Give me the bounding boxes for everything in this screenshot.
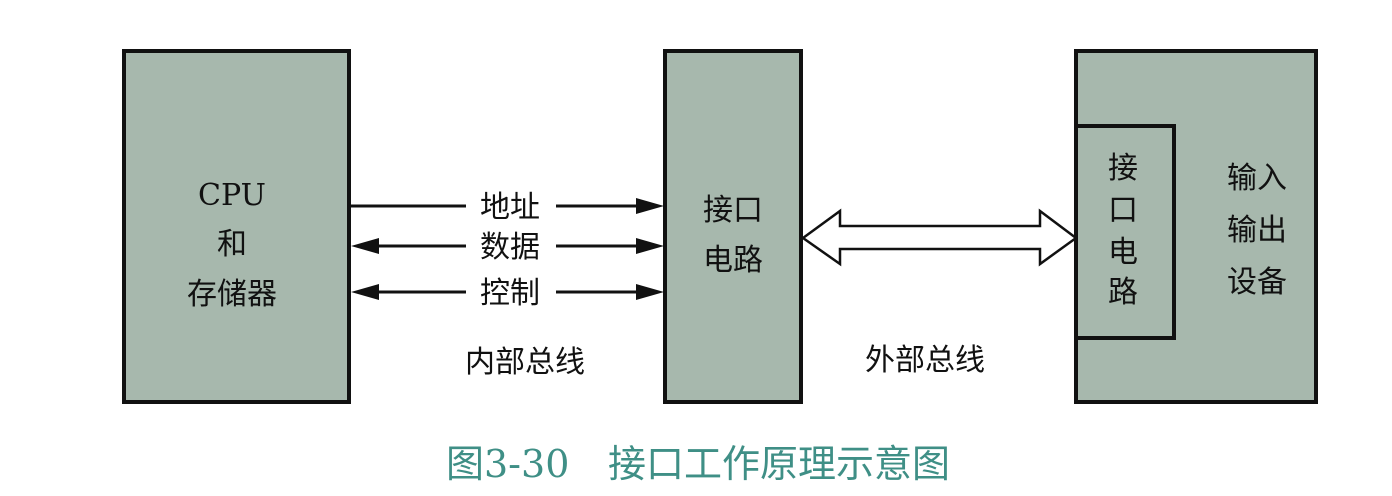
interface-label-line1: 接口 — [703, 193, 763, 228]
device-interface-char3: 电 — [1108, 235, 1138, 270]
data-arrow-right — [636, 238, 664, 254]
control-arrow-right — [636, 284, 664, 300]
control-bus: 控制 — [351, 276, 664, 311]
figure-title: 接口工作原理示意图 — [608, 442, 950, 486]
interface-label-line2: 电路 — [703, 243, 763, 278]
control-label: 控制 — [480, 276, 540, 311]
data-arrow-left — [351, 238, 379, 254]
cpu-memory-block: CPU 和 存储器 — [122, 49, 351, 404]
interface-circuit-block: 接口 电路 — [663, 49, 803, 404]
figure-caption: 图3-30 接口工作原理示意图 — [446, 442, 950, 486]
figure-number: 图3-30 — [446, 442, 569, 486]
memory-label: 存储器 — [187, 277, 277, 312]
data-label: 数据 — [480, 230, 540, 265]
device-label-line2: 输出 — [1227, 213, 1287, 248]
interface-circuit-box — [663, 49, 803, 404]
external-bus-label: 外部总线 — [865, 343, 985, 378]
address-arrow-right — [636, 198, 664, 214]
device-interface-char2: 口 — [1108, 193, 1138, 228]
device-label-line1: 输入 — [1227, 161, 1287, 196]
and-label: 和 — [217, 227, 247, 262]
internal-bus-label: 内部总线 — [465, 345, 585, 380]
device-interface-char1: 接 — [1108, 151, 1138, 186]
address-bus: 地址 — [350, 190, 664, 225]
cpu-label: CPU — [198, 178, 266, 213]
cpu-memory-box — [122, 49, 351, 404]
device-interface-char4: 路 — [1108, 275, 1138, 310]
device-interface-box — [1074, 124, 1176, 340]
io-device-block: 接 口 电 路 输入 输出 设备 — [1074, 49, 1318, 404]
device-label-line3: 设备 — [1227, 265, 1287, 300]
control-arrow-left — [351, 284, 379, 300]
external-bus: 外部总线 — [800, 208, 1079, 378]
address-label: 地址 — [480, 190, 540, 225]
external-bus-arrow — [800, 208, 1079, 267]
data-bus: 数据 — [351, 230, 664, 265]
